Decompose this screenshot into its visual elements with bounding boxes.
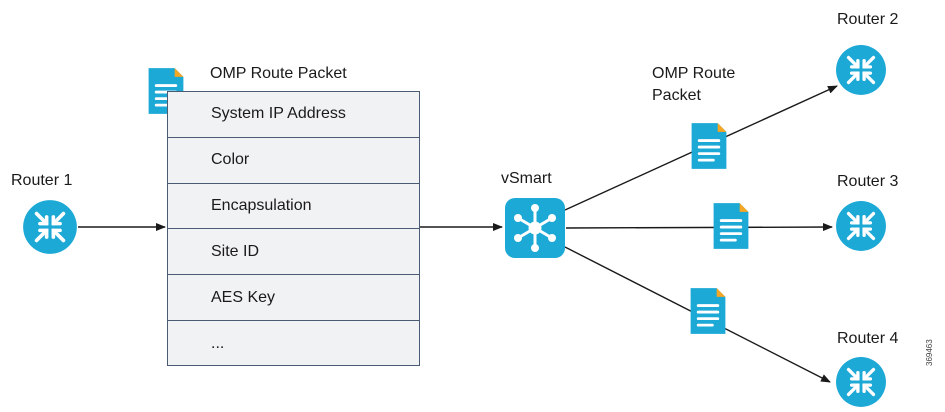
packet-field-label: Color bbox=[211, 151, 250, 169]
document-icon bbox=[689, 286, 727, 336]
arrow-vsmart-to-router3 bbox=[565, 223, 833, 232]
packet-field-row: ... bbox=[168, 321, 419, 367]
packet-field-row: System IP Address bbox=[168, 92, 419, 138]
packet-field-label: Encapsulation bbox=[211, 196, 312, 214]
packet-field-row: Site ID bbox=[168, 229, 419, 276]
packet-label-right-line2: Packet bbox=[652, 87, 701, 104]
router4-label: Router 4 bbox=[837, 330, 899, 347]
packet-field-row: AES Key bbox=[168, 275, 419, 321]
document-icon bbox=[712, 201, 750, 251]
router3-label: Router 3 bbox=[837, 173, 899, 190]
document-icon bbox=[690, 121, 728, 171]
router1-label: Router 1 bbox=[11, 172, 73, 189]
router-icon bbox=[835, 44, 887, 96]
packet-field-row: Encapsulation bbox=[168, 184, 419, 230]
packet-field-label: Site ID bbox=[211, 242, 260, 260]
router-icon bbox=[22, 199, 78, 255]
router2-label: Router 2 bbox=[837, 11, 899, 28]
vsmart-hub-icon bbox=[505, 198, 565, 258]
packet-title: OMP Route Packet bbox=[210, 65, 347, 82]
packet-field-label: AES Key bbox=[211, 288, 276, 306]
packet-field-table: System IP Address Color Encapsulation Si… bbox=[167, 91, 420, 366]
vsmart-label: vSmart bbox=[501, 170, 552, 187]
packet-field-row: Color bbox=[168, 138, 419, 184]
figure-id: 369463 bbox=[925, 339, 934, 366]
packet-field-label: ... bbox=[211, 334, 225, 352]
router-icon bbox=[835, 356, 887, 408]
packet-field-label: System IP Address bbox=[211, 105, 346, 123]
packet-label-right-line1: OMP Route bbox=[652, 65, 736, 82]
router-icon bbox=[835, 200, 887, 252]
